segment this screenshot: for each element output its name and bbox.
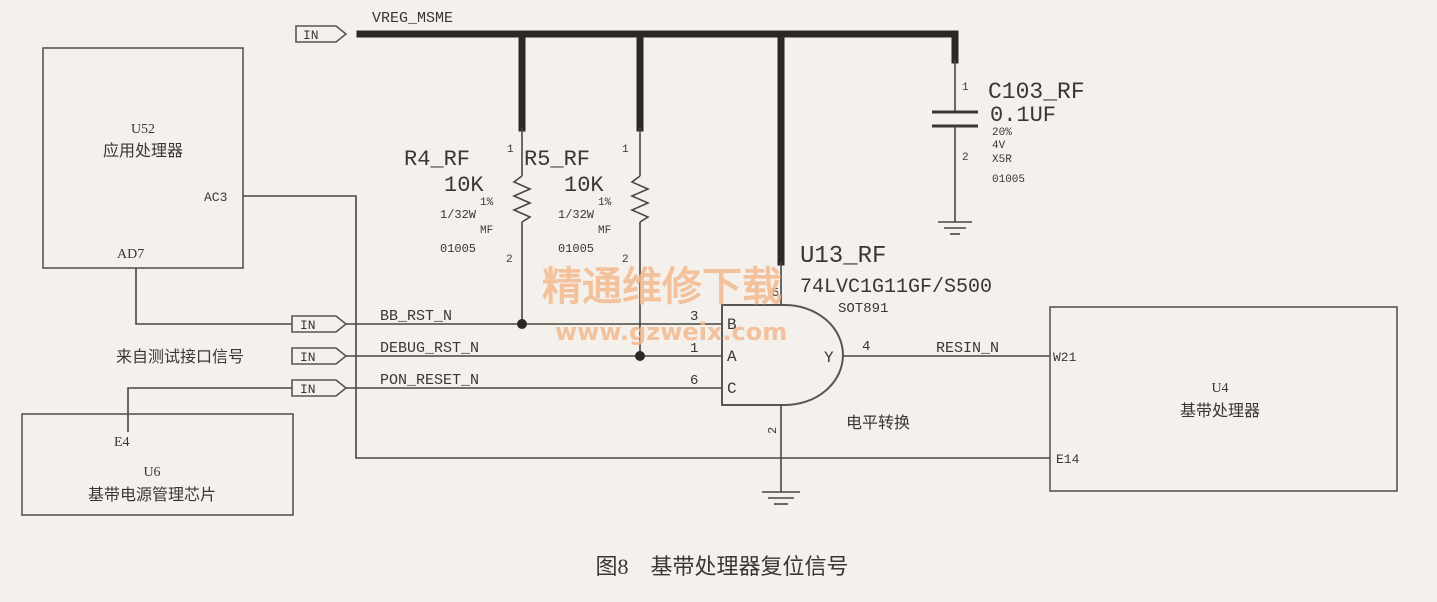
r5-pin2: 2 — [622, 254, 629, 266]
u13-pin-gnd: 2 — [766, 427, 780, 434]
r4-value: 10K — [444, 173, 484, 198]
r5-pkg: 01005 — [558, 242, 594, 256]
debug-rst-label: DEBUG_RST_N — [380, 340, 479, 357]
debug-rst-in-label: IN — [300, 350, 316, 365]
u13-ref: U13_RF — [800, 243, 886, 270]
u13-input-c: C — [727, 380, 737, 398]
resistor-r4: R4_RF 1 10K 1% 1/32W MF 01005 2 — [404, 128, 532, 324]
pon-reset-in-label: IN — [300, 382, 316, 397]
u52-block: U52 应用处理器 AC3 AD7 — [42, 47, 244, 269]
u6-name: 基带电源管理芯片 — [88, 486, 216, 504]
pon-reset-port: IN — [291, 379, 348, 397]
u4-ref: U4 — [1211, 381, 1228, 396]
test-interface-label: 来自测试接口信号 — [116, 348, 244, 366]
u13-part: 74LVC1G11GF/S500 — [800, 276, 992, 299]
capacitor-c103: 1 2 C103_RF 0.1UF 20% 4V X5R 01005 — [932, 60, 1085, 235]
c103-pin1: 1 — [962, 82, 969, 94]
u4-block: W21 E14 U4 基带处理器 — [1049, 306, 1398, 492]
u13-output-y: Y — [824, 349, 834, 367]
ad7-wire — [135, 268, 292, 325]
c103-ref: C103_RF — [988, 79, 1085, 105]
u13-input-a: A — [727, 348, 737, 366]
ac3-to-e14-wire — [243, 195, 1050, 459]
watermark: 精通维修下载 www.gzweix.com — [542, 264, 787, 346]
resin-label: RESIN_N — [936, 340, 999, 357]
debug-rst-port: IN 来自测试接口信号 — [116, 347, 348, 366]
pon-reset-label: PON_RESET_N — [380, 372, 479, 389]
c103-volt: 4V — [992, 140, 1006, 152]
resistor-zigzag — [630, 175, 650, 223]
r4-power: 1/32W — [440, 208, 477, 222]
watermark-cn: 精通维修下载 — [542, 264, 782, 310]
u13-pin6: 6 — [690, 373, 698, 389]
u6-ref: U6 — [143, 465, 160, 480]
bb-rst-label: BB_RST_N — [380, 308, 452, 325]
vreg-in-label: IN — [303, 28, 319, 43]
r5-ref: R5_RF — [524, 147, 590, 172]
u4-pin-w21: W21 — [1053, 350, 1077, 365]
u52-name: 应用处理器 — [103, 141, 183, 160]
u13-input-b: B — [727, 316, 737, 334]
c103-tol: 20% — [992, 127, 1012, 139]
c103-diel: X5R — [992, 154, 1012, 166]
junction-dot — [635, 351, 645, 361]
r5-pin1: 1 — [622, 144, 629, 156]
r5-power: 1/32W — [558, 208, 595, 222]
c103-pkg: 01005 — [992, 174, 1025, 186]
u13-pin4: 4 — [862, 339, 870, 355]
resistor-r5: R5_RF 1 10K 1% 1/32W MF 01005 2 — [524, 128, 650, 356]
bb-rst-in-label: IN — [300, 318, 316, 333]
r4-pin1: 1 — [507, 144, 514, 156]
r4-type: MF — [480, 225, 493, 237]
resistor-zigzag — [512, 175, 532, 223]
u13-pin3: 3 — [690, 309, 698, 325]
u13-pin1: 1 — [690, 341, 698, 357]
u13-and-gate: U13_RF 74LVC1G11GF/S500 SOT891 5 3 1 6 B… — [690, 243, 1050, 505]
vreg-net: IN VREG_MSME — [295, 10, 959, 266]
u13-pin-vcc: 5 — [772, 286, 779, 300]
r4-tol: 1% — [480, 197, 494, 209]
u6-e4-wire — [127, 387, 292, 432]
u13-pkg: SOT891 — [838, 301, 888, 317]
u4-pin-e14: E14 — [1056, 452, 1080, 467]
figure-caption: 图8 基带处理器复位信号 — [595, 554, 848, 579]
watermark-url: www.gzweix.com — [555, 318, 787, 346]
c103-pin2: 2 — [962, 152, 969, 164]
r5-type: MF — [598, 225, 611, 237]
junction-dot — [517, 319, 527, 329]
u6-block: E4 U6 基带电源管理芯片 — [21, 413, 294, 516]
level-shift-label: 电平转换 — [846, 414, 910, 432]
r4-pkg: 01005 — [440, 242, 476, 256]
r5-tol: 1% — [598, 197, 612, 209]
vreg-in-port — [295, 25, 348, 43]
u6-pin-e4: E4 — [114, 435, 130, 450]
c103-value: 0.1UF — [990, 103, 1056, 128]
r4-ref: R4_RF — [404, 147, 470, 172]
r5-value: 10K — [564, 173, 604, 198]
bb-rst-port: IN — [291, 315, 348, 333]
u4-name: 基带处理器 — [1180, 402, 1260, 420]
vreg-label: VREG_MSME — [372, 10, 453, 27]
u52-ref: U52 — [131, 122, 155, 137]
r4-pin2: 2 — [506, 254, 513, 266]
u52-pin-ac3: AC3 — [204, 190, 227, 205]
u52-pin-ad7: AD7 — [117, 247, 144, 262]
